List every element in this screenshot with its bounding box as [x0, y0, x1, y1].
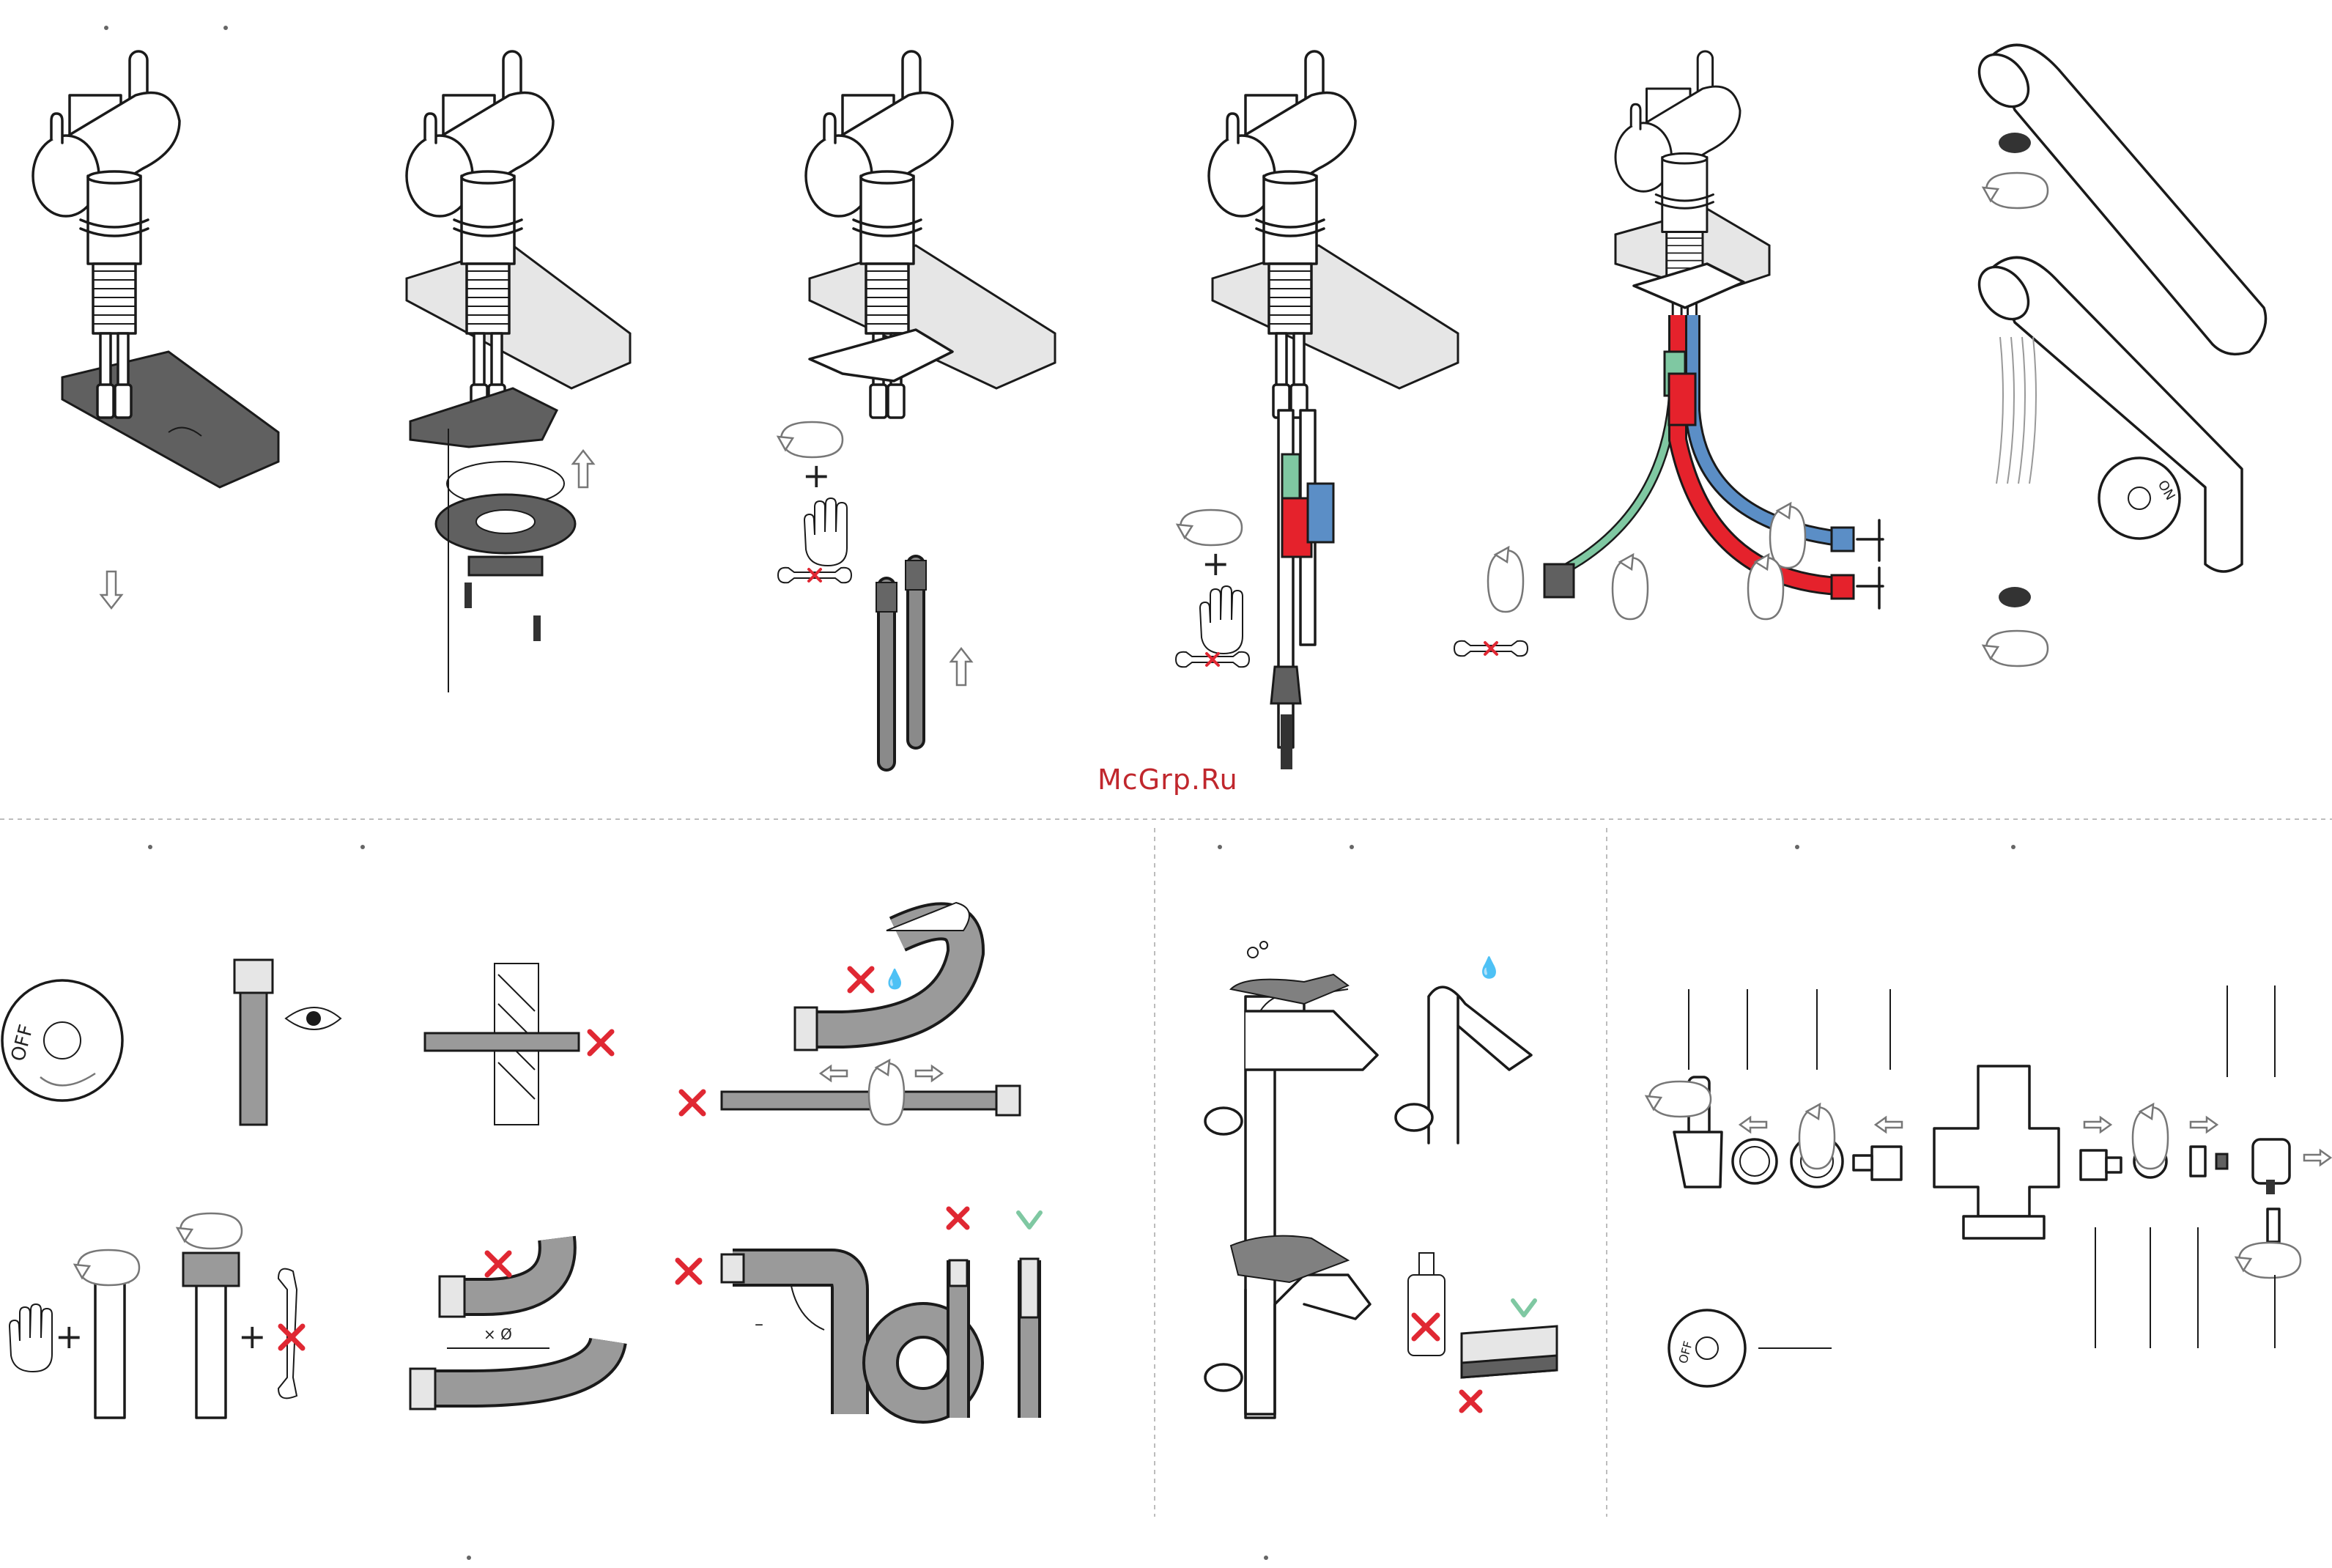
rotate-arrow-icon — [1770, 503, 1805, 568]
rotate-arrow-icon — [75, 1250, 139, 1285]
step-1-remove-faucet — [33, 51, 278, 608]
rotate-arrow-icon — [1983, 173, 2048, 208]
dark-countertop — [62, 352, 278, 487]
left-arrow-icon — [821, 1066, 847, 1081]
svg-text:+: + — [55, 1317, 84, 1356]
rotate-arrow-icon — [177, 1213, 242, 1249]
up-arrow-icon — [951, 648, 971, 685]
panel-hose-handling: OFF 💧 + + — [2, 903, 1040, 1418]
up-arrow-icon — [573, 451, 593, 487]
min-diameter-label: × Ø — [484, 1325, 512, 1343]
hand-icon — [10, 1304, 52, 1372]
step-3-connect-hoses: + — [778, 51, 1055, 762]
rotate-arrow-icon — [778, 422, 843, 457]
rotate-arrow-icon — [1488, 547, 1523, 612]
no-wrench-icon — [778, 568, 851, 583]
rotate-arrow-icon — [1983, 631, 2048, 666]
left-arrow-icon — [1740, 1117, 1766, 1132]
right-arrow-icon — [916, 1066, 942, 1081]
step-4-color-coded-pipes: + — [1176, 51, 1458, 769]
rotate-arrow-icon — [2236, 1243, 2300, 1278]
step-6-flush-aerator: ON — [1969, 45, 2266, 666]
panel-cartridge-disassembly: OFF — [1646, 985, 2331, 1386]
no-wrench-icon — [1176, 652, 1249, 667]
rotate-arrow-icon — [869, 1060, 904, 1125]
step-5-connect-to-valves — [1454, 51, 1883, 656]
right-arrow-icon — [2191, 1117, 2217, 1132]
rotate-arrow-icon — [1799, 1104, 1835, 1169]
rotate-arrow-icon — [1748, 555, 1783, 619]
right-arrow-icon — [2304, 1150, 2331, 1165]
faucet-body — [1934, 1066, 2059, 1216]
watermark: McGrp.Ru — [1097, 763, 1238, 796]
svg-text:💧: 💧 — [883, 968, 906, 991]
hand-icon — [1200, 586, 1243, 654]
left-arrow-icon — [1876, 1117, 1902, 1132]
svg-text:+: + — [802, 456, 831, 495]
svg-text:💧: 💧 — [1476, 955, 1502, 980]
rotate-arrow-icon — [1646, 1081, 1711, 1117]
panel-cleaning: 💧 — [1205, 942, 1557, 1418]
rotate-arrow-icon — [1177, 510, 1242, 545]
hand-icon — [804, 498, 847, 566]
rotate-arrow-icon — [1613, 555, 1648, 619]
mounting-bracket — [410, 388, 557, 447]
right-arrow-icon — [2084, 1117, 2111, 1132]
down-arrow-icon — [101, 572, 122, 608]
svg-text:+: + — [1202, 544, 1230, 583]
step-2-mounting-plate — [407, 51, 630, 692]
rotate-arrow-icon — [2133, 1104, 2168, 1169]
svg-text:+: + — [238, 1317, 267, 1356]
angle-minus-label: – — [755, 1314, 763, 1334]
no-wrench-icon — [1454, 641, 1528, 657]
